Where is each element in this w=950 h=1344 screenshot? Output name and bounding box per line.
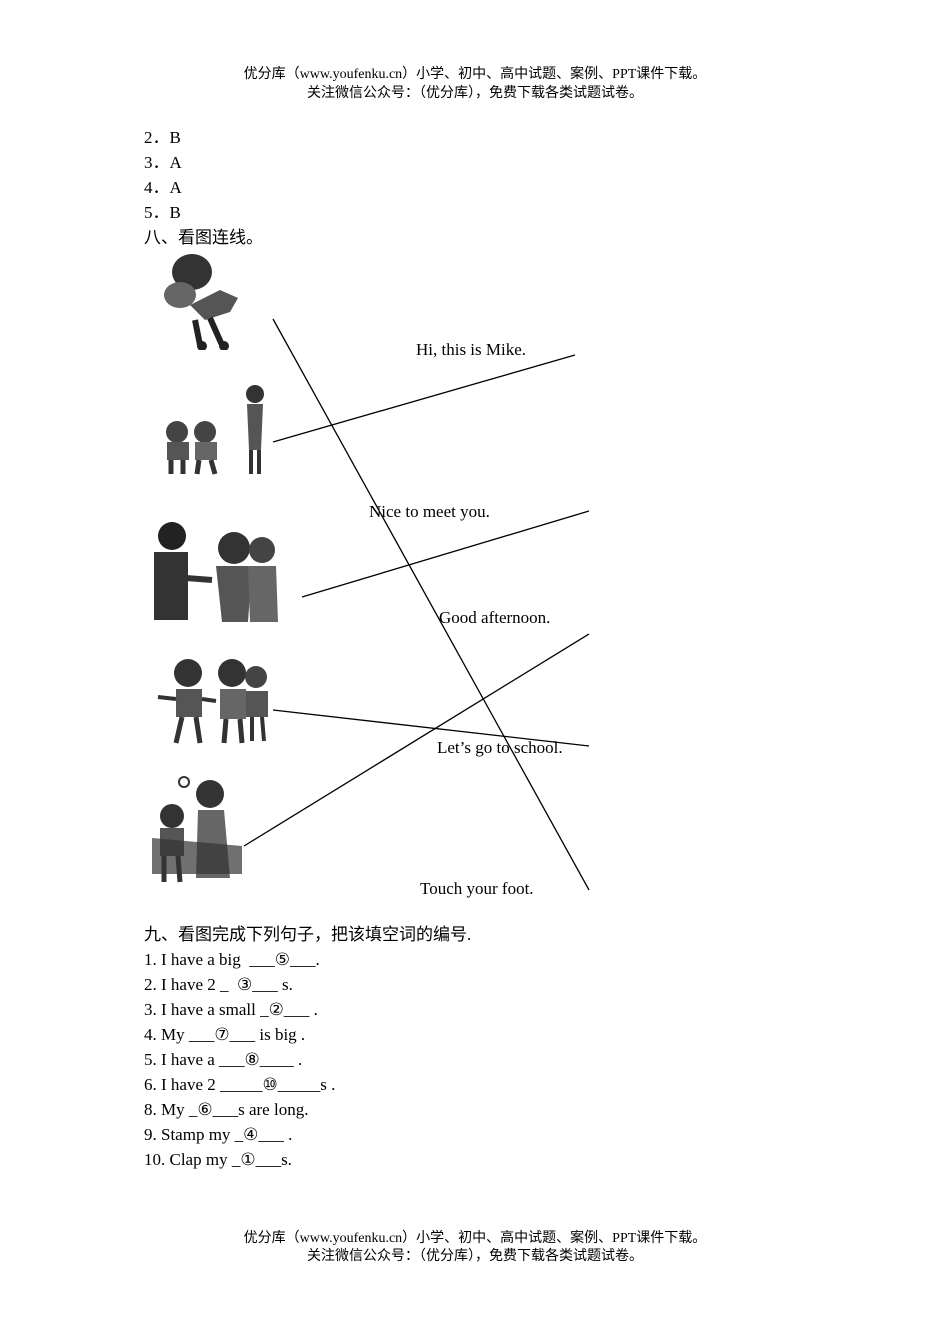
- picture-4-children-going-to-school: [157, 659, 268, 744]
- sentence-good-afternoon: Good afternoon.: [439, 608, 551, 627]
- header-line-2: 关注微信公众号：（优分库），免费下载各类试题试卷。: [307, 86, 643, 101]
- line-picture3-to-nice-to-meet-you: [301, 510, 590, 598]
- sentence-touch-your-foot: Touch your foot.: [420, 879, 534, 898]
- line-picture5-to-good-afternoon: [243, 633, 590, 847]
- picture-5-boy-and-woman: [152, 776, 242, 883]
- fill-item-6: 6. I have 2 _____⑩_____s .: [144, 1075, 336, 1094]
- picture-3-handshake: [154, 522, 278, 622]
- section9-title: 九、看图完成下列句子，把该填空词的编号.: [144, 925, 472, 944]
- section8-title: 八、看图连线。: [144, 228, 263, 247]
- fill-item-3: 3. I have a small _②___ .: [144, 1000, 318, 1019]
- answer-4: 4．A: [144, 178, 182, 197]
- fill-item-2: 2. I have 2 _ ③___ s.: [144, 975, 293, 994]
- line-picture2-to-hi-this-is-mike: [272, 354, 576, 443]
- picture-1-girl-touching-foot: [164, 254, 238, 350]
- fill-item-1: 1. I have a big ___⑤___.: [144, 950, 320, 969]
- fill-item-4: 4. My ___⑦___ is big .: [144, 1025, 306, 1044]
- sentence-nice-to-meet-you: Nice to meet you.: [369, 502, 490, 521]
- picture-2-children-and-teacher: [166, 385, 264, 475]
- line-picture1-to-touch-your-foot: [272, 318, 590, 891]
- answer-2: 2．B: [144, 128, 181, 147]
- footer-line-2: 关注微信公众号：（优分库），免费下载各类试题试卷。: [307, 1249, 643, 1264]
- line-picture4-to-lets-go-to-school: [272, 709, 590, 747]
- answer-5: 5．B: [144, 203, 181, 222]
- answer-3: 3．A: [144, 153, 182, 172]
- header-line-1: 优分库（www.youfenku.cn）小学、初中、高中试题、案例、PPT课件下…: [243, 67, 707, 82]
- fill-item-5: 5. I have a ___⑧____ .: [144, 1050, 303, 1069]
- fill-item-8: 8. My _⑥___s are long.: [144, 1100, 309, 1119]
- fill-item-9: 9. Stamp my _④___ .: [144, 1125, 293, 1144]
- sentence-hi-this-is-mike: Hi, this is Mike.: [416, 340, 527, 359]
- fill-item-10: 10. Clap my _①___s.: [144, 1150, 292, 1169]
- sentence-lets-go-to-school: Let’s go to school.: [437, 738, 563, 757]
- footer-line-1: 优分库（www.youfenku.cn）小学、初中、高中试题、案例、PPT课件下…: [243, 1231, 707, 1246]
